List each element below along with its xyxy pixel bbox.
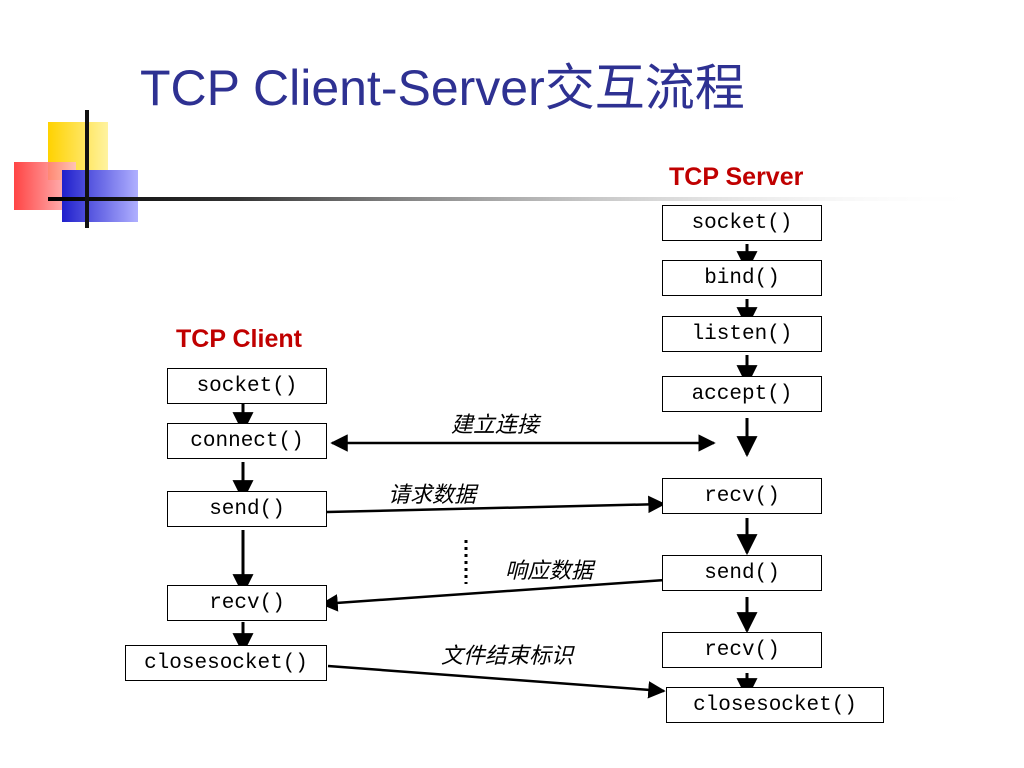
client-recv-box: recv() <box>167 585 327 621</box>
server-closesocket-box: closesocket() <box>666 687 884 723</box>
server-socket-box: socket() <box>662 205 822 241</box>
connect-label: 建立连接 <box>451 413 540 438</box>
client-socket-box: socket() <box>167 368 327 404</box>
corner-decoration <box>14 110 988 228</box>
response-label: 响应数据 <box>505 559 594 584</box>
client-send-box: send() <box>167 491 327 527</box>
horizontal-rule <box>48 197 988 201</box>
client-closesocket-box: closesocket() <box>125 645 327 681</box>
response-arrow <box>320 578 666 612</box>
request-arrow <box>326 495 666 514</box>
client-heading: TCP Client <box>176 325 302 353</box>
server-listen-box: listen() <box>662 316 822 352</box>
eof-label: 文件结束标识 <box>441 644 574 669</box>
server-send-box: send() <box>662 555 822 591</box>
blue-square <box>62 170 138 222</box>
vertical-rule <box>85 110 89 228</box>
server-accept-box: accept() <box>662 376 822 412</box>
client-connect-box: connect() <box>167 423 327 459</box>
server-recv-box: recv() <box>662 478 822 514</box>
request-label: 请求数据 <box>388 483 477 508</box>
server-recv-final-box: recv() <box>662 632 822 668</box>
server-bind-box: bind() <box>662 260 822 296</box>
server-heading: TCP Server <box>669 163 804 191</box>
eof-arrow <box>327 664 666 699</box>
slide-title: TCP Client-Server交互流程 <box>140 60 745 116</box>
